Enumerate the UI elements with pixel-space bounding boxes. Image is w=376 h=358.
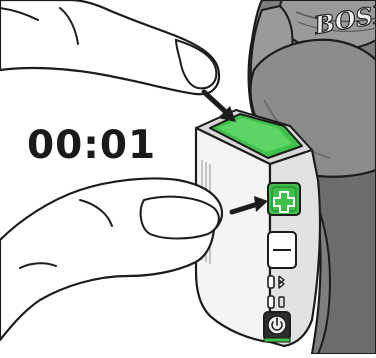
volume-up-button [268, 183, 300, 215]
arrow-top [204, 92, 236, 122]
top-finger [0, 0, 219, 94]
hold-timer: 00:01 [27, 126, 177, 165]
battery-light [268, 296, 274, 308]
bottom-hand [0, 178, 222, 340]
volume-down-button [268, 232, 296, 268]
bluetooth-light [268, 276, 274, 288]
power-button [264, 312, 290, 342]
